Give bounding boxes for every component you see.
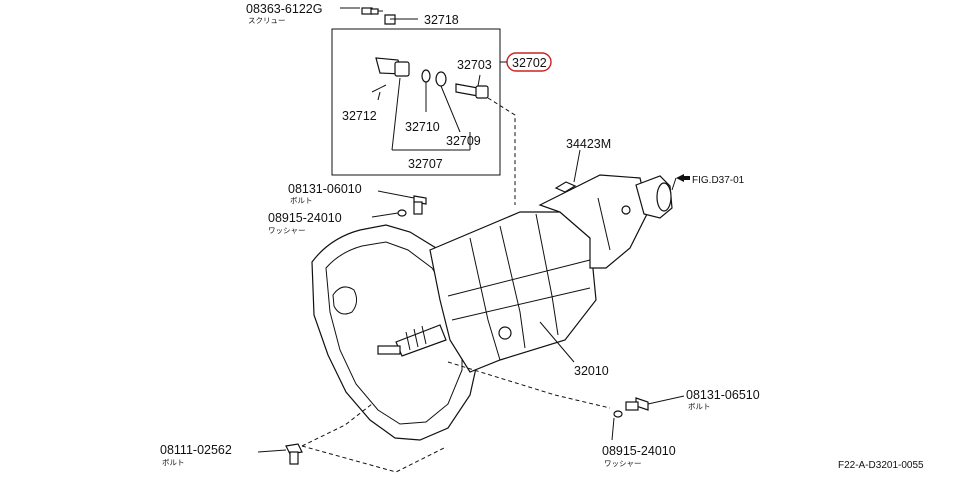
label-32707: 32707 [408,157,443,171]
label-washer-sub-b: ワッシャー [604,459,642,468]
label-bolt-sub-a: ボルト [290,196,313,205]
transmission-case [311,174,673,441]
label-08111-02562: 08111-02562 [160,443,232,457]
label-08131-06510: 08131-06510 [686,388,760,402]
breather-part [554,149,581,193]
subassembly-box [331,28,501,176]
bolt-lower-left [257,443,303,465]
pinion-sleeve-part [371,57,410,93]
label-32010: 32010 [574,364,609,378]
pinion-gear-part [455,83,489,99]
label-bolt-sub-b: ボルト [688,402,711,411]
label-34423m: 34423M [566,137,611,151]
reference-arrow [676,174,690,182]
label-32709: 32709 [446,134,481,148]
bolt-washer-left [371,190,427,218]
label-washer-sub-a: ワッシャー [268,226,306,235]
label-32712: 32712 [342,109,377,123]
label-bolt-sub-c: ボルト [162,458,185,467]
o-ring-part [421,69,431,83]
label-32703: 32703 [457,58,492,72]
label-fig-reference: FIG.D37-01 [692,175,745,186]
bolt-washer-right [611,395,685,441]
label-32718: 32718 [424,13,459,27]
label-32702: 32702 [512,56,547,70]
label-08915-24010-a: 08915-24010 [268,211,342,225]
drawing-reference: F22-A-D3201-0055 [838,460,924,471]
label-screw-sub: スクリュー [248,16,286,25]
label-08363-6122g: 08363-6122G [246,2,322,16]
screw-part [361,7,379,15]
label-32710: 32710 [405,120,440,134]
o-ring-large-part [435,71,447,87]
label-08131-06010: 08131-06010 [288,182,362,196]
label-08915-24010-b: 08915-24010 [602,444,676,458]
